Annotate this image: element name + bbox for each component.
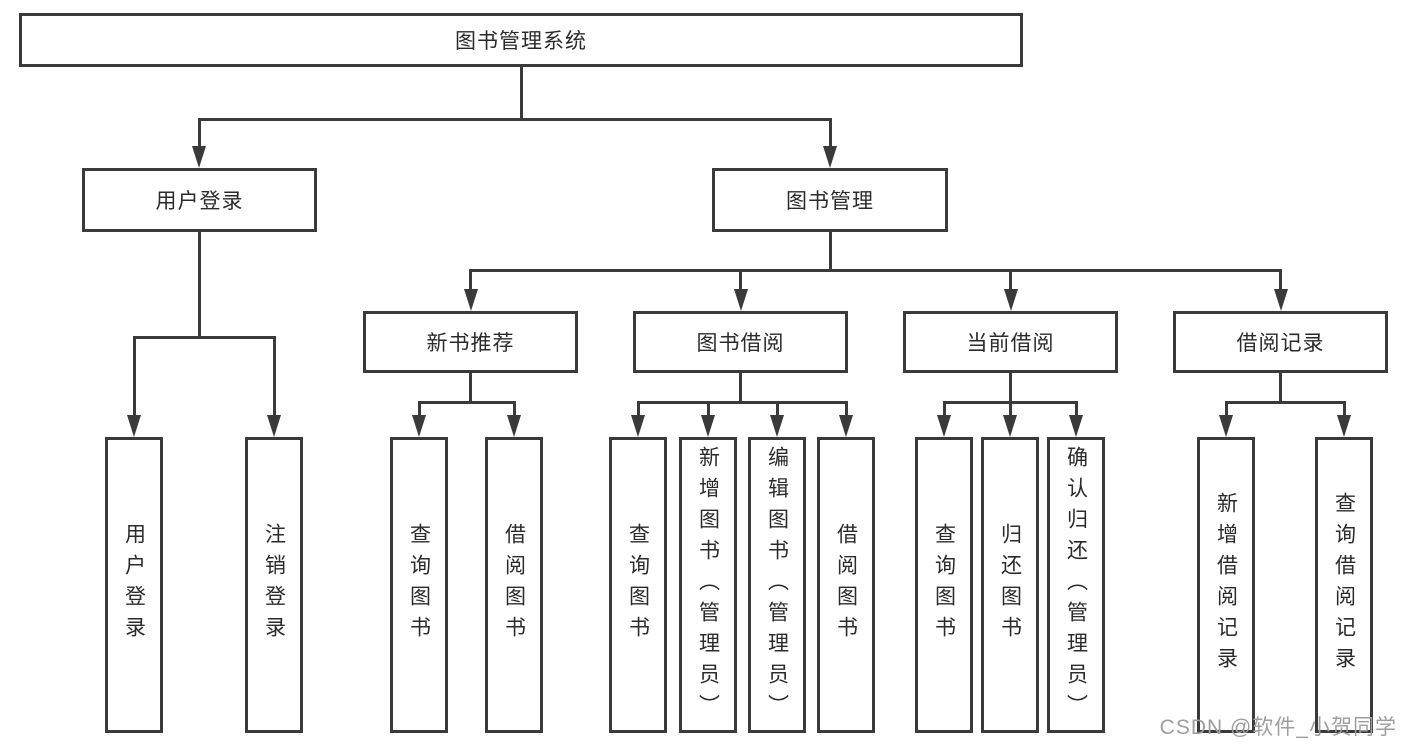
connector-drop	[739, 269, 742, 291]
node-label: 新增图书（管理员）	[696, 445, 720, 725]
arrow-down-icon	[463, 289, 478, 311]
node-label: 当前借阅	[966, 332, 1055, 355]
arrow-down-icon	[507, 415, 521, 437]
arrow-down-icon	[839, 415, 853, 437]
node-label: 新书推荐	[426, 332, 515, 355]
node-label: 查询图书	[932, 523, 956, 647]
connector-current-stem	[1009, 373, 1012, 403]
connector-drop	[512, 401, 516, 417]
arrow-down-icon	[1003, 415, 1017, 437]
leaf-current-confirm-return-admin: 确认归还（管理员）	[1047, 437, 1105, 733]
leaf-borrow-add-book-admin: 新增图书（管理员）	[679, 437, 737, 733]
leaf-recommend-borrow-book: 借阅图书	[485, 437, 543, 733]
node-root-system: 图书管理系统	[19, 13, 1023, 67]
connector-records-stem	[1279, 373, 1282, 403]
connector-login-stem	[197, 232, 201, 338]
arrow-down-icon	[267, 415, 281, 437]
connector-mgmt-drop	[828, 118, 832, 148]
leaf-records-query-record: 查询借阅记录	[1315, 437, 1373, 733]
leaf-borrow-edit-book-admin: 编辑图书（管理员）	[748, 437, 806, 733]
node-label: 借阅记录	[1236, 332, 1325, 355]
arrow-down-icon	[1069, 415, 1083, 437]
arrow-down-icon	[733, 289, 748, 311]
connector-level2-rail	[197, 118, 832, 121]
connector-records-rail	[1224, 401, 1346, 404]
node-label: 图书管理系统	[455, 30, 587, 53]
connector-drop	[1008, 401, 1012, 417]
node-label: 用户登录	[122, 523, 146, 647]
arrow-down-icon	[823, 146, 837, 168]
connector-login-drop	[197, 118, 201, 148]
node-new-book-recommend: 新书推荐	[363, 311, 578, 373]
connector-drop	[942, 401, 946, 417]
connector-drop	[1279, 269, 1282, 291]
node-label: 查询借阅记录	[1332, 492, 1356, 678]
connector-drop	[706, 401, 710, 417]
connector-level3-rail	[469, 269, 1282, 272]
connector-drop	[1224, 401, 1228, 417]
leaf-borrow-query-book: 查询图书	[609, 437, 667, 733]
leaf-recommend-query-book: 查询图书	[390, 437, 448, 733]
connector-drop	[1342, 401, 1346, 417]
connector-drop	[132, 336, 136, 417]
arrow-down-icon	[1273, 289, 1288, 311]
arrow-down-icon	[1003, 289, 1018, 311]
arrow-down-icon	[701, 415, 715, 437]
connector-drop	[417, 401, 421, 417]
connector-root-stem	[519, 67, 523, 120]
arrow-down-icon	[631, 415, 645, 437]
node-label: 编辑图书（管理员）	[765, 445, 789, 725]
node-label: 归还图书	[998, 523, 1022, 647]
node-label: 查询图书	[407, 523, 431, 647]
arrow-down-icon	[1337, 415, 1351, 437]
csdn-watermark: CSDN @软件_小贺同学	[1159, 716, 1397, 739]
connector-drop	[775, 401, 779, 417]
node-book-management: 图书管理	[712, 168, 948, 232]
connector-drop	[844, 401, 848, 417]
arrow-down-icon	[770, 415, 784, 437]
node-label: 借阅图书	[834, 523, 858, 647]
leaf-current-return-book: 归还图书	[981, 437, 1039, 733]
leaf-records-add-record: 新增借阅记录	[1197, 437, 1255, 733]
node-label: 确认归还（管理员）	[1064, 445, 1088, 725]
leaf-user-login: 用户登录	[105, 437, 163, 733]
connector-drop	[469, 269, 472, 291]
node-label: 查询图书	[626, 523, 650, 647]
connector-borrow-stem	[739, 373, 742, 403]
leaf-current-query-book: 查询图书	[915, 437, 973, 733]
connector-drop	[1074, 401, 1078, 417]
connector-borrow-rail	[636, 401, 848, 404]
arrow-down-icon	[1219, 415, 1233, 437]
node-book-borrow: 图书借阅	[633, 311, 848, 373]
node-borrow-records: 借阅记录	[1173, 311, 1388, 373]
arrow-down-icon	[192, 146, 206, 168]
node-user-login: 用户登录	[82, 168, 317, 232]
connector-drop	[272, 336, 276, 417]
arrow-down-icon	[127, 415, 141, 437]
leaf-logout: 注销登录	[245, 437, 303, 733]
connector-recommend-rail	[417, 401, 516, 404]
node-label: 用户登录	[155, 190, 244, 213]
leaf-borrow-borrow-book: 借阅图书	[817, 437, 875, 733]
node-label: 新增借阅记录	[1214, 492, 1238, 678]
node-label: 注销登录	[262, 523, 286, 647]
arrow-down-icon	[412, 415, 426, 437]
connector-login-rail	[132, 336, 276, 339]
connector-drop	[1009, 269, 1012, 291]
connector-drop	[636, 401, 640, 417]
connector-recommend-stem	[469, 373, 472, 403]
arrow-down-icon	[937, 415, 951, 437]
node-current-borrow: 当前借阅	[903, 311, 1118, 373]
node-label: 图书管理	[786, 190, 874, 213]
node-label: 图书借阅	[696, 332, 785, 355]
connector-mgmt-stem	[828, 232, 832, 271]
node-label: 借阅图书	[502, 523, 526, 647]
